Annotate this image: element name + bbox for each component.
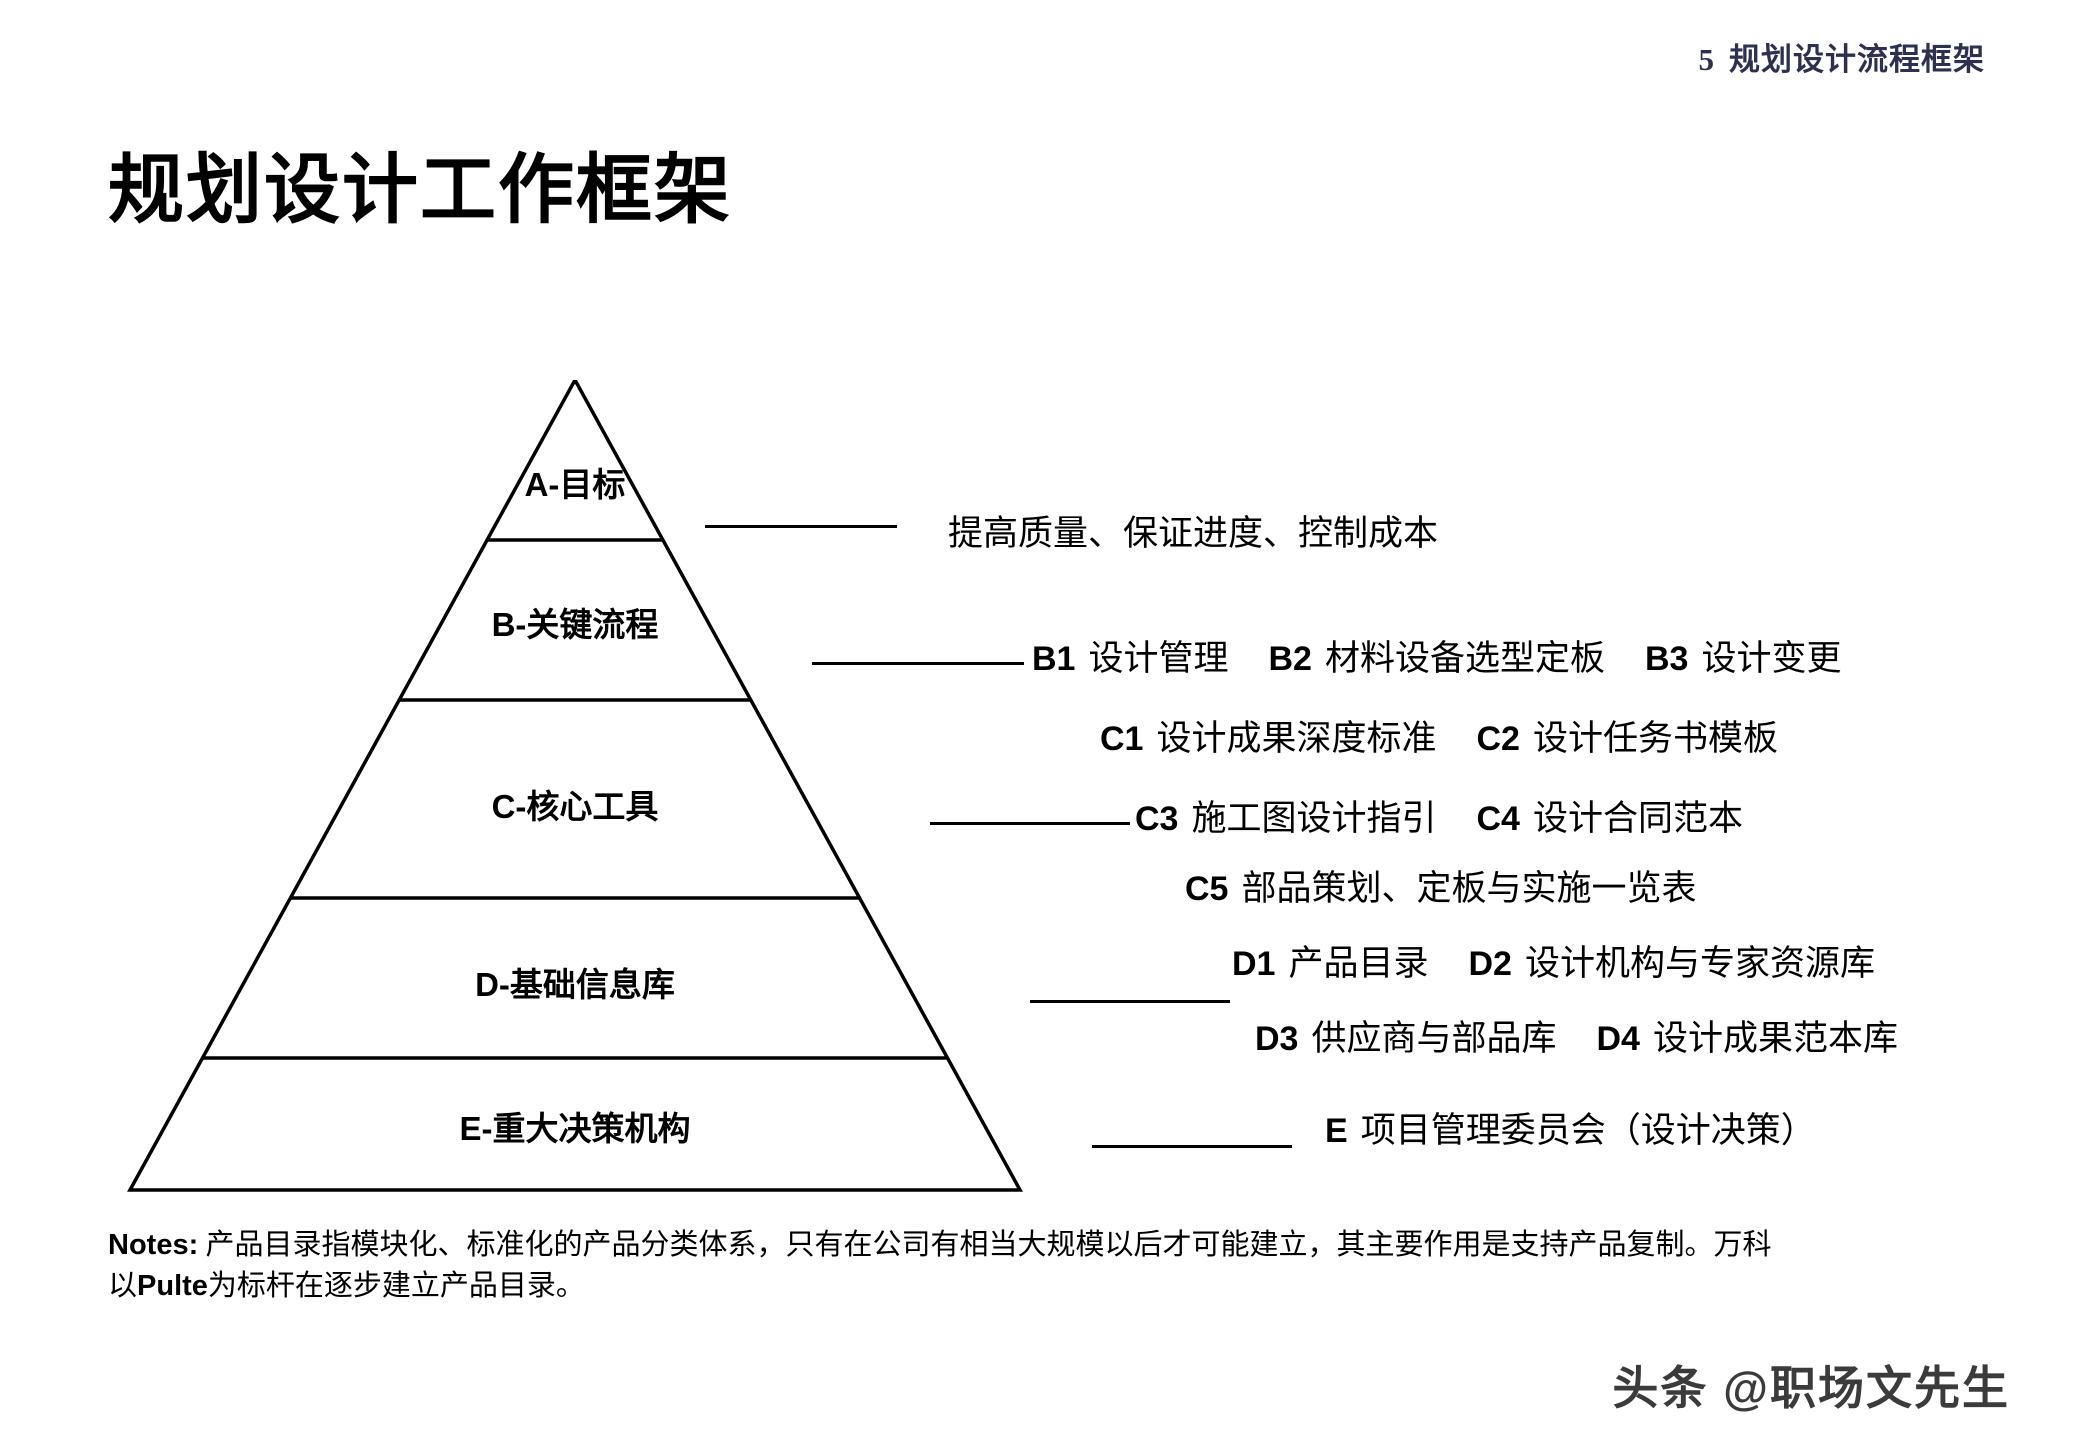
detail-c1-code: C1 xyxy=(1100,720,1144,758)
detail-b2-text: 材料设备选型定板 xyxy=(1324,639,1605,678)
detail-b1-text: 设计管理 xyxy=(1088,639,1229,678)
page-title: 规划设计工作框架 xyxy=(108,149,732,233)
detail-c2-text: 设计任务书模板 xyxy=(1532,719,1778,758)
connector-line-d xyxy=(1030,1000,1230,1003)
detail-b2-code: B2 xyxy=(1268,640,1312,678)
pyramid-diagram: A-目标 B-关键流程 C-核心工具 D-基础信息库 E-重大决策机构 xyxy=(100,380,1050,1200)
slide-header: 5 规划设计流程框架 xyxy=(1699,34,1986,79)
detail-c1-text: 设计成果深度标准 xyxy=(1156,719,1437,758)
detail-e-text: 项目管理委员会（设计决策） xyxy=(1360,1111,1816,1150)
pyramid-outline xyxy=(127,380,1023,1192)
detail-d-row-2: D3 供应商与部品库 D4 设计成果范本库 xyxy=(1255,1019,1898,1059)
detail-d3-text: 供应商与部品库 xyxy=(1311,1019,1557,1058)
detail-c4-code: C4 xyxy=(1476,800,1520,838)
notes-brand: Pulte xyxy=(137,1270,208,1303)
connector-line-c xyxy=(930,822,1130,825)
slide-header-title: 规划设计流程框架 xyxy=(1729,42,1985,77)
detail-b1-code: B1 xyxy=(1032,640,1076,678)
detail-c5-text: 部品策划、定板与实施一览表 xyxy=(1241,869,1697,908)
slide-header-number: 5 xyxy=(1698,42,1715,77)
connector-line-e xyxy=(1092,1145,1292,1148)
detail-b3-code: B3 xyxy=(1644,640,1689,678)
detail-d2-code: D2 xyxy=(1468,945,1512,983)
connector-line-b xyxy=(812,662,1024,665)
detail-e-code: E xyxy=(1325,1112,1348,1150)
watermark: 头条 @职场文先生 xyxy=(1612,1362,2010,1414)
detail-c3-code: C3 xyxy=(1135,800,1179,838)
detail-c2-code: C2 xyxy=(1476,720,1520,758)
connector-line-a xyxy=(705,525,897,528)
detail-b3-text: 设计变更 xyxy=(1701,639,1842,678)
detail-c-row-3: C5 部品策划、定板与实施一览表 xyxy=(1185,869,1697,909)
detail-c5-code: C5 xyxy=(1185,870,1229,908)
detail-d1-text: 产品目录 xyxy=(1288,944,1429,983)
detail-d1-code: D1 xyxy=(1232,945,1276,983)
detail-d2-text: 设计机构与专家资源库 xyxy=(1524,944,1875,983)
detail-d3-code: D3 xyxy=(1255,1020,1299,1058)
detail-c3-text: 施工图设计指引 xyxy=(1191,799,1437,838)
detail-c-row-1: C1 设计成果深度标准 C2 设计任务书模板 xyxy=(1100,719,1778,759)
notes-line-2-prefix: 以 xyxy=(108,1270,138,1303)
detail-d4-text: 设计成果范本库 xyxy=(1652,1019,1898,1058)
detail-b-row: B1 设计管理 B2 材料设备选型定板 B3 设计变更 xyxy=(1032,639,1842,679)
notes-line-2-suffix: 为标杆在逐步建立产品目录。 xyxy=(207,1270,585,1303)
notes-label: Notes: xyxy=(108,1229,199,1261)
detail-a-text: 提高质量、保证进度、控制成本 xyxy=(948,514,1439,553)
detail-c4-text: 设计合同范本 xyxy=(1532,799,1743,838)
detail-d4-code: D4 xyxy=(1596,1020,1640,1058)
notes-block: Notes: 产品目录指模块化、标准化的产品分类体系，只有在公司有相当大规模以后… xyxy=(108,1225,1988,1307)
notes-line-1: 产品目录指模块化、标准化的产品分类体系，只有在公司有相当大规模以后才可能建立，其… xyxy=(198,1229,1772,1261)
detail-e-row: E 项目管理委员会（设计决策） xyxy=(1325,1111,1816,1151)
detail-d-row-1: D1 产品目录 D2 设计机构与专家资源库 xyxy=(1232,944,1875,984)
detail-c-row-2: C3 施工图设计指引 C4 设计合同范本 xyxy=(1135,799,1743,839)
